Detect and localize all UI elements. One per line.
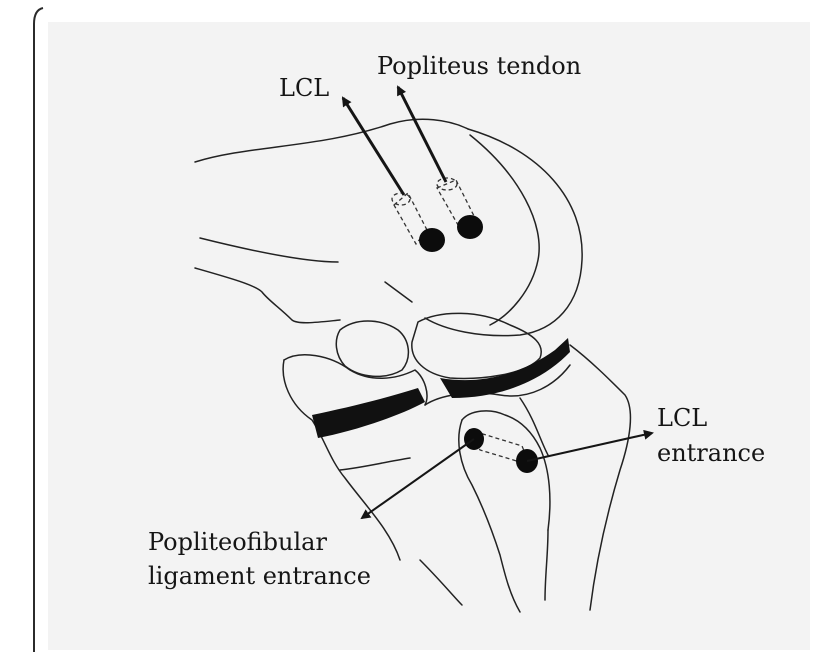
popliteus-tendon-label: Popliteus tendon — [377, 51, 581, 81]
popliteus-femoral-entrance-dot — [457, 215, 483, 239]
lcl-label: LCL — [279, 73, 329, 103]
lcl-entrance-label-line1: LCL — [657, 403, 707, 433]
popliteofibular-label-line1: Popliteofibular — [148, 527, 327, 557]
lcl-entrance-label-line2: entrance — [657, 438, 765, 468]
frame-bracket — [34, 8, 43, 652]
popliteofibular-label-line2: ligament entrance — [148, 561, 371, 591]
lcl-femoral-entrance-dot — [419, 228, 445, 252]
